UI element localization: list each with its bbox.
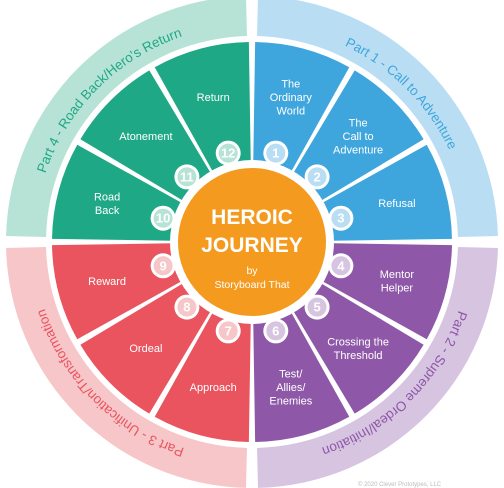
step-12-number: 12	[221, 146, 235, 161]
step-10-badge-fill	[153, 208, 173, 228]
step-6-label: Test/Allies/Enemies	[269, 368, 312, 407]
step-1-badge: 1	[263, 140, 289, 166]
step-4-badge-fill	[331, 256, 351, 276]
step-2-label-line: Call to	[343, 131, 374, 143]
step-7-label-line: Approach	[190, 382, 237, 394]
step-10-badge: 10	[150, 205, 176, 231]
step-1-label-line: Ordinary	[270, 92, 313, 104]
step-3-badge-fill	[331, 208, 351, 228]
step-11-label: Atonement	[119, 131, 172, 143]
step-7-label: Approach	[190, 382, 237, 394]
step-9-label: Reward	[88, 276, 126, 288]
step-6-label-line: Enemies	[269, 395, 312, 407]
step-7-badge-fill	[218, 321, 238, 341]
part-bands	[6, 0, 498, 488]
step-12-label-line: Return	[197, 92, 230, 104]
step-9-label-line: Reward	[88, 276, 126, 288]
step-3-number: 3	[337, 211, 344, 226]
step-5-number: 5	[313, 300, 320, 315]
step-4-label-line: Mentor	[380, 269, 415, 281]
center-by: by	[246, 265, 258, 277]
part3-band	[6, 247, 247, 488]
step-5-badge: 5	[304, 294, 330, 320]
step-1-label-line: World	[277, 106, 306, 118]
step-5-badge-fill	[307, 297, 327, 317]
step-10-label-line: Back	[95, 205, 120, 217]
step-7-badge: 7	[215, 318, 241, 344]
part4-band	[6, 0, 247, 237]
step-8-label: Ordeal	[129, 343, 162, 355]
step-11-badge: 11	[174, 164, 200, 190]
step-7-number: 7	[225, 323, 232, 338]
step-9-badge-fill	[153, 256, 173, 276]
step-6-label-line: Allies/	[276, 382, 306, 394]
step-3-label: Refusal	[378, 198, 415, 210]
center-circle	[178, 168, 326, 316]
step-8-badge-fill	[177, 297, 197, 317]
step-4-number: 4	[337, 258, 345, 273]
step-2-badge: 2	[304, 164, 330, 190]
step-10-label-line: Road	[94, 191, 120, 203]
step-8-number: 8	[183, 300, 190, 315]
step-6-number: 6	[272, 323, 279, 338]
step-1-label-line: The	[281, 79, 300, 91]
step-12-badge: 12	[215, 140, 241, 166]
step-5-label-line: Threshold	[334, 350, 383, 362]
step-1-number: 1	[272, 146, 279, 161]
center-hub: HEROIC JOURNEY by Storyboard That	[170, 160, 334, 324]
step-5-label-line: Crossing the	[327, 336, 389, 348]
step-9-badge: 9	[150, 253, 176, 279]
step-9-number: 9	[159, 258, 166, 273]
step-8-badge: 8	[174, 294, 200, 320]
step-4-badge: 4	[328, 253, 354, 279]
step-12-badge-fill	[218, 143, 238, 163]
step-10-number: 10	[156, 211, 170, 226]
center-author: Storyboard That	[214, 279, 289, 291]
step-6-badge-fill	[266, 321, 286, 341]
step-3-label-line: Refusal	[378, 198, 415, 210]
part1-band	[257, 0, 498, 237]
step-11-badge-fill	[177, 167, 197, 187]
step-8-label-line: Ordeal	[129, 343, 162, 355]
copyright-text: © 2020 Clever Prototypes, LLC	[358, 481, 442, 488]
part2-band	[257, 247, 498, 488]
step-3-badge: 3	[328, 205, 354, 231]
center-title-line2: JOURNEY	[201, 234, 303, 257]
step-2-label-line: The	[349, 117, 368, 129]
step-6-label-line: Test/	[279, 368, 303, 380]
step-12-label: Return	[197, 92, 230, 104]
step-4-label-line: Helper	[381, 283, 414, 295]
center-title-line1: HEROIC	[211, 206, 293, 229]
step-2-label-line: Adventure	[333, 144, 383, 156]
step-1-badge-fill	[266, 143, 286, 163]
step-11-label-line: Atonement	[119, 131, 172, 143]
step-2-number: 2	[313, 169, 320, 184]
step-11-number: 11	[180, 169, 194, 184]
step-6-badge: 6	[263, 318, 289, 344]
step-2-badge-fill	[307, 167, 327, 187]
